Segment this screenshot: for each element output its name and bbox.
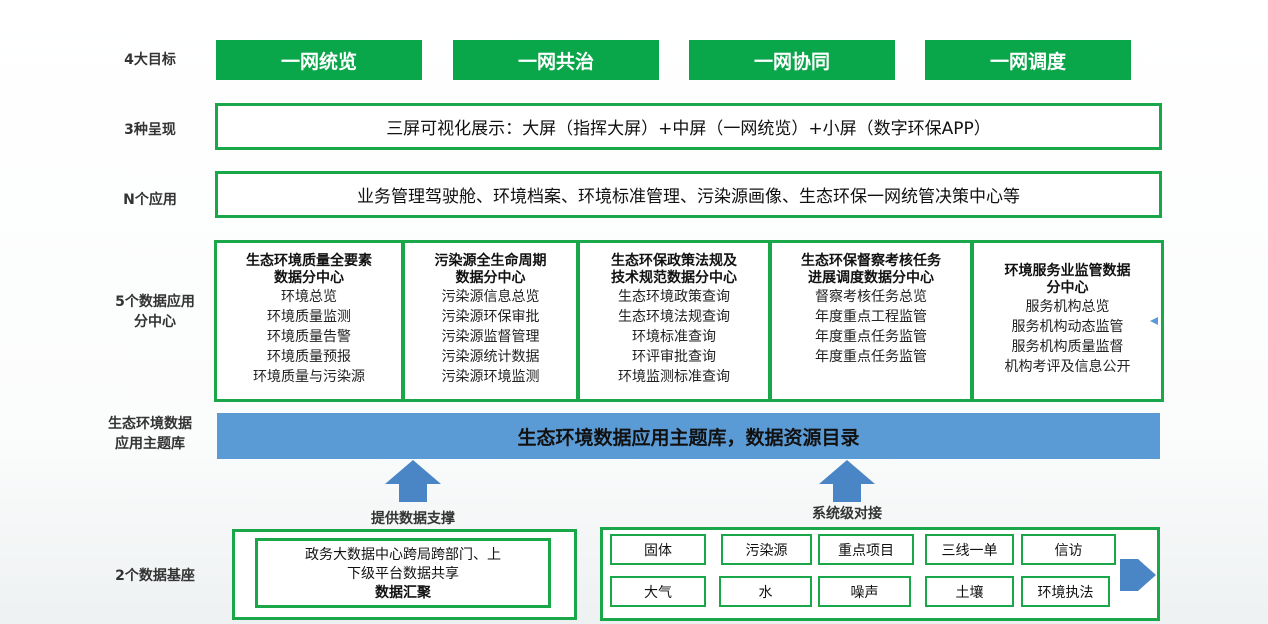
left-base-line1: 政务大数据中心跨局跨部门、上 [305,547,501,563]
up-arrow-icon [819,460,875,502]
system-box-label: 三线一单 [941,542,998,559]
left-base-line3: 数据汇聚 [375,585,431,601]
data-center-title: 污染源全生命周期 [434,253,547,269]
goal-label: 一网统览 [280,50,357,73]
data-center-panel: 生态环境质量全要素 数据分中心 环境总览 环境质量监测 环境质量告警 环境质量预… [214,240,404,402]
data-center-item: 污染源监督管理 [441,329,540,345]
data-center-panel: 污染源全生命周期 数据分中心 污染源信息总览 污染源环保审批 污染源监督管理 污… [402,240,579,402]
system-box-solid-waste: 固体 [610,534,706,565]
system-box-label: 大气 [644,584,672,601]
row-label-centers-line1: 5个数据应用 [115,294,195,310]
system-box-soil: 土壤 [925,576,1014,607]
data-center-item: 年度重点任务监管 [815,349,927,365]
system-box-label: 固体 [644,542,672,559]
data-center-title: 技术规范数据分中心 [611,270,737,286]
row-label-theme-db-line2: 应用主题库 [115,436,185,452]
data-center-panel: 生态环保政策法规及 技术规范数据分中心 生态环境政策查询 生态环境法规查询 环境… [577,240,771,402]
theme-db-text: 生态环境数据应用主题库，数据资源目录 [517,426,860,449]
data-center-item: 环评审批查询 [632,349,716,365]
data-center-item: 服务机构质量监督 [1011,339,1124,355]
applications-text: 业务管理驾驶舱、环境档案、环境标准管理、污染源画像、生态环保一网统管决策中心等 [357,187,1020,207]
system-box-noise: 噪声 [818,576,911,607]
data-center-title: 数据分中心 [274,270,344,286]
system-box-label: 水 [758,584,773,601]
data-center-title: 数据分中心 [455,270,526,286]
goal-box: 一网统览 [216,40,422,80]
data-center-item: 年度重点工程监管 [815,309,927,325]
row-label-theme-db: 生态环境数据 应用主题库 [85,414,215,454]
data-center-item: 督察考核任务总览 [815,289,927,305]
data-center-panel: 生态环保督察考核任务 进展调度数据分中心 督察考核任务总览 年度重点工程监管 年… [769,240,973,402]
data-center-item: 机构考评及信息公开 [1004,359,1131,375]
row-label-applications: N个应用 [123,192,177,208]
data-center-item: 服务机构动态监管 [1011,319,1124,335]
data-center-title: 生态环保政策法规及 [611,253,737,269]
data-center-item: 污染源环境监测 [441,369,540,385]
data-center-item: 污染源统计数据 [441,349,540,365]
data-center-panel: 环境服务业监管数据 分中心 服务机构总览 服务机构动态监管 服务机构质量监督 机… [971,240,1164,402]
row-label-theme-db-line1: 生态环境数据 [108,416,192,432]
system-box-water: 水 [719,576,812,607]
data-center-title: 环境服务业监管数据 [1004,263,1131,279]
data-center-item: 环境质量告警 [267,329,351,345]
presentation-text: 三屏可视化展示：大屏（指挥大屏）+中屏（一网统览）+小屏（数字环保APP） [386,119,991,139]
goal-label: 一网调度 [989,50,1066,73]
theme-db-bar: 生态环境数据应用主题库，数据资源目录 [217,413,1160,459]
goal-label: 一网协同 [753,50,830,73]
goal-label: 一网共治 [517,50,594,73]
data-center-item: 生态环境政策查询 [618,289,730,305]
right-arrow-icon [1120,559,1156,591]
data-center-item: 环境质量监测 [267,309,351,325]
data-center-item: 污染源环保审批 [441,309,540,325]
applications-box: 业务管理驾驶舱、环境档案、环境标准管理、污染源画像、生态环保一网统管决策中心等 [215,171,1162,218]
data-center-item: 年度重点任务监管 [815,329,927,345]
system-box-air: 大气 [610,576,706,607]
system-box-label: 环境执法 [1037,584,1094,601]
row-label-centers: 5个数据应用 分中心 [95,292,215,332]
data-center-title: 分中心 [1046,280,1089,296]
system-box-enforcement: 环境执法 [1021,576,1110,607]
system-box-pollution-source: 污染源 [721,534,812,565]
system-box-label: 信访 [1054,542,1083,559]
up-arrow-icon [385,460,441,502]
presentation-box: 三屏可视化展示：大屏（指挥大屏）+中屏（一网统览）+小屏（数字环保APP） [215,103,1162,150]
system-box-label: 污染源 [745,542,788,559]
data-center-item: 环境标准查询 [632,329,716,345]
goal-box: 一网共治 [453,40,659,80]
row-label-goals: 4大目标 [124,52,176,68]
goal-box: 一网协同 [689,40,895,80]
system-box-three-lines: 三线一单 [925,534,1014,565]
system-box-label: 土壤 [955,584,984,601]
left-base-line2: 下级平台数据共享 [347,566,459,582]
left-caption: 提供数据支撑 [371,511,455,527]
goal-box: 一网调度 [925,40,1131,80]
row-label-bases: 2个数据基座 [115,568,195,584]
data-center-item: 生态环境法规查询 [618,309,730,325]
data-center-item: 环境总览 [281,289,337,305]
right-caption: 系统级对接 [812,506,882,522]
system-box-petition: 信访 [1021,534,1116,565]
data-center-title: 生态环境质量全要素 [246,253,372,269]
data-center-item: 污染源信息总览 [441,289,540,305]
system-box-label: 重点项目 [838,542,894,559]
data-center-title: 进展调度数据分中心 [808,270,934,286]
data-center-item: 服务机构总览 [1025,299,1110,315]
system-box-key-projects: 重点项目 [818,534,914,565]
row-label-presentation: 3种呈现 [124,122,176,138]
data-center-item: 环境监测标准查询 [618,369,730,385]
left-base-inner: 政务大数据中心跨局跨部门、上 下级平台数据共享 数据汇聚 [255,538,551,608]
pointer-icon [1150,317,1158,325]
system-box-label: 噪声 [850,584,879,601]
data-center-title: 生态环保督察考核任务 [801,253,941,269]
data-center-item: 环境质量与污染源 [253,369,365,385]
row-label-centers-line2: 分中心 [134,314,176,330]
data-center-item: 环境质量预报 [267,349,351,365]
